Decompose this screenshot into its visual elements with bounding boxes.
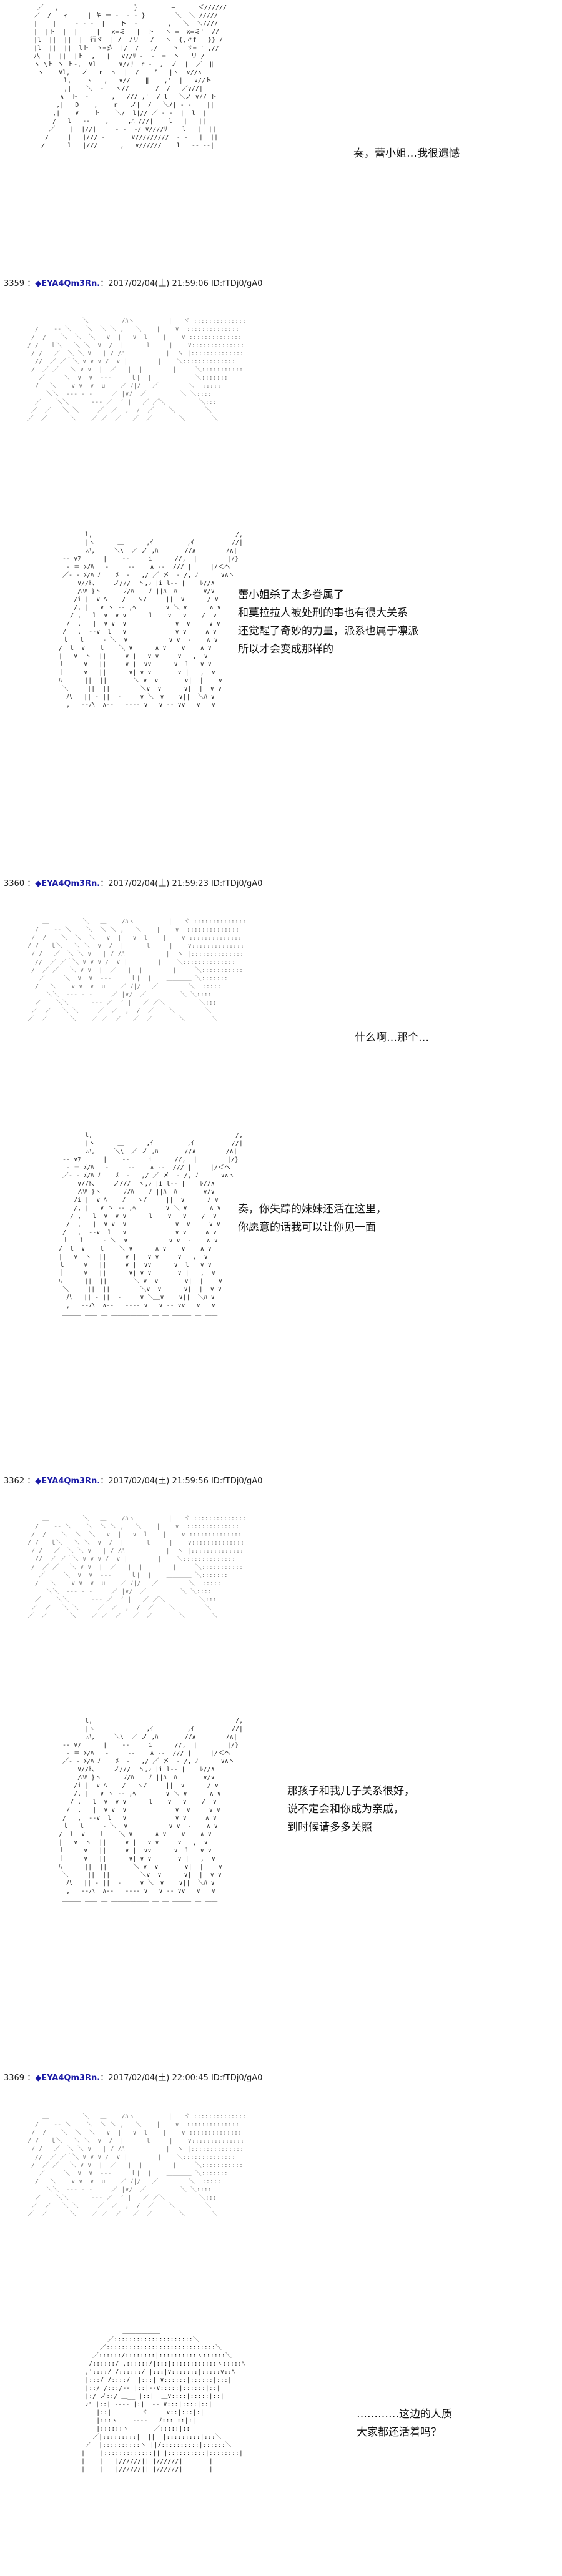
ascii-art-figures: l, /, |ヽ ＿ ,ｲ ,ｲ //| ﾚﾊ, ＼\ ／ ノ ,ﾊ //∧ /… (59, 1718, 244, 1903)
post-meta: 2017/02/04(土) 21:59:23 ID:fTDj0/gA0 (108, 879, 263, 888)
post-header: 3359 ：◆EYA4Qm3Rn.：2017/02/04(土) 21:59:06… (4, 279, 263, 288)
ascii-art-figure-top: ＿ ＼ ＿ /ﾊヽ | ヾ :::::::::::::: / ‐‐ ＼ ＼ ＼ … (27, 2113, 247, 2218)
ascii-art-figure-top: ＿ ＼ ＿ /ﾊヽ | ヾ :::::::::::::: / ‐‐ ＼ ＼ ＼ … (27, 918, 247, 1023)
dialog-text: …………这边的人质 大家都还活着吗？ (357, 2408, 452, 2439)
post-number[interactable]: 3369 (4, 2073, 25, 2083)
dialog-text: 蕾小姐杀了太多眷属了 和莫拉拉人被处刑的事也有很大关系 还觉醒了奇妙的力量，派系… (238, 589, 418, 656)
post-meta: 2017/02/04(土) 22:00:45 ID:fTDj0/gA0 (108, 2073, 263, 2083)
poster-name[interactable]: ◆EYA4Qm3Rn. (35, 2073, 101, 2083)
poster-name[interactable]: ◆EYA4Qm3Rn. (35, 1477, 101, 1486)
dialog-text: 奏，你失踪的妹妹还活在这里， 你愿意的话我可以让你见一面 (238, 1203, 387, 1234)
ascii-art-figures: l, /, |ヽ ＿ ,ｲ ,ｲ //| ﾚﾊ, ＼\ ／ ノ ,ﾊ //∧ /… (59, 1132, 244, 1317)
dialog-text: 奏，蕾小姐…我很遗憾 (353, 147, 460, 160)
dialog-text: 那孩子和我儿子关系很好， 说不定会和你成为亲戚， 到时候请多多关照 (287, 1785, 415, 1834)
post-number[interactable]: 3359 (4, 279, 25, 288)
post-header: 3369 ：◆EYA4Qm3Rn.：2017/02/04(土) 22:00:45… (4, 2073, 263, 2083)
ascii-art-figure-top: ＿ ＼ ＿ /ﾊヽ | ヾ :::::::::::::: / ‐‐ ＼ ＼ ＼ … (27, 1515, 247, 1620)
poster-name[interactable]: ◆EYA4Qm3Rn. (35, 279, 101, 288)
ascii-art-figures: l, /, |ヽ ＿ ,ｲ ,ｲ //| ﾚﾊ, ＼\ ／ ノ ,ﾊ //∧ /… (59, 531, 244, 717)
ascii-art-figure: ／ , } ― ＜////// ／ / ィ | キ ー ‐ ‐ ‐ } ＼ ＼ … (34, 4, 227, 149)
poster-name[interactable]: ◆EYA4Qm3Rn. (35, 879, 101, 888)
post-header: 3360 ：◆EYA4Qm3Rn.：2017/02/04(土) 21:59:23… (4, 879, 263, 888)
post-number[interactable]: 3362 (4, 1477, 25, 1486)
dialog-text-top: 什么啊…那个… (355, 1031, 429, 1044)
post-header: 3362 ：◆EYA4Qm3Rn.：2017/02/04(土) 21:59:56… (4, 1477, 263, 1486)
post-meta: 2017/02/04(土) 21:59:56 ID:fTDj0/gA0 (108, 1477, 263, 1486)
post-number[interactable]: 3360 (4, 879, 25, 888)
ascii-art-figure-top: ＿ ＼ ＿ /ﾊヽ | ヾ :::::::::::::: / ‐‐ ＼ ＼ ＼ … (27, 318, 247, 422)
ascii-art-figure-bottom: ＿＿＿＿＿＿ ／:::::::::::::::::::::＼ ／::::::::… (81, 2328, 245, 2473)
post-meta: 2017/02/04(土) 21:59:06 ID:fTDj0/gA0 (108, 279, 263, 288)
